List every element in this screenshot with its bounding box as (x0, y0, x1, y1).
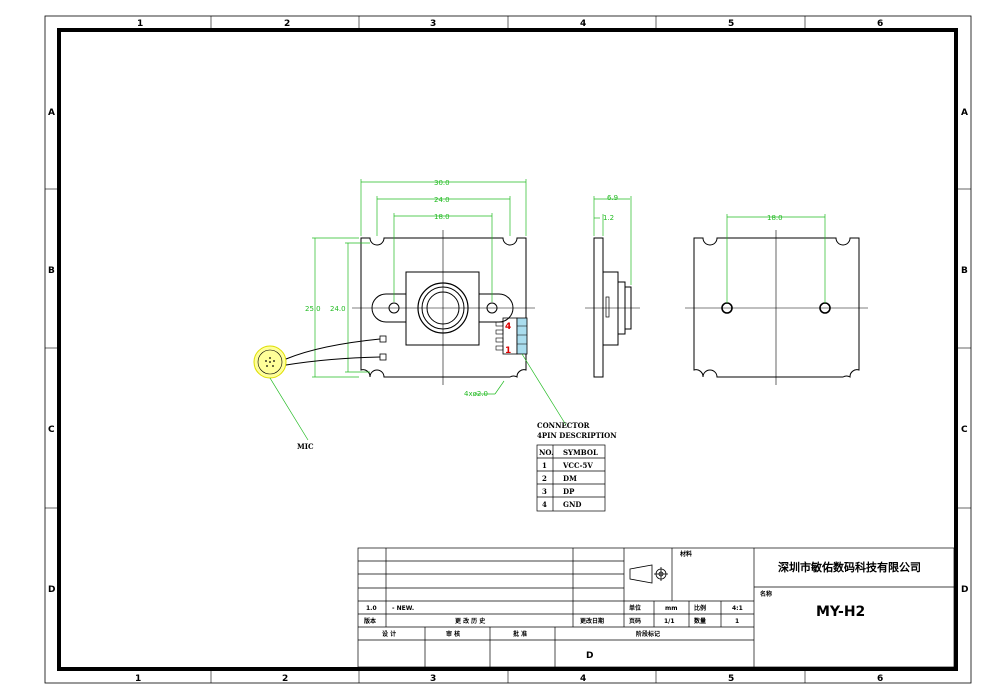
dim-left-inner: 24.0 (330, 305, 346, 313)
connector-header-symbol: SYMBOL (563, 448, 598, 457)
pin-4-label: 4 (505, 322, 511, 332)
row-label-right-a: A (961, 108, 968, 118)
row-label-left-a: A (48, 108, 55, 118)
version-value: 1.0 (366, 605, 377, 612)
col-label-top-4: 4 (580, 19, 586, 29)
front-dimension-lines (312, 179, 527, 395)
col-label-bottom-3: 3 (430, 674, 436, 684)
side-dimension-lines (593, 196, 632, 285)
dim-side-total: 6.9 (607, 194, 618, 202)
col-label-bottom-1: 1 (135, 674, 141, 684)
connector-table (536, 444, 606, 512)
connector-row-3-symbol: DP (563, 487, 575, 496)
connector-row-3-no: 3 (542, 487, 547, 496)
row-label-right-d: D (961, 585, 968, 595)
connector-row-4-symbol: GND (563, 500, 581, 509)
review-label: 审 核 (446, 630, 460, 638)
col-label-bottom-2: 2 (282, 674, 288, 684)
dim-side-board: 1.2 (603, 214, 614, 222)
projection-symbol (629, 564, 668, 584)
col-label-top-3: 3 (430, 19, 436, 29)
row-label-left-b: B (48, 266, 55, 276)
design-label: 设 计 (382, 630, 396, 638)
front-board-outline (360, 237, 527, 378)
connector-title: CONNECTOR (537, 421, 590, 430)
mic-drawing (253, 338, 381, 441)
col-label-top-1: 1 (137, 19, 143, 29)
col-label-bottom-4: 4 (580, 674, 586, 684)
version-column-label: 版本 (363, 617, 377, 625)
page-label: 页码 (629, 617, 641, 625)
change-date-label: 更改日期 (580, 617, 604, 625)
scale-value: 4:1 (732, 605, 743, 612)
row-label-left-d: D (48, 585, 55, 595)
back-view (685, 230, 868, 385)
stage-value: D (586, 651, 593, 661)
connector-subtitle: 4PIN DESCRIPTION (537, 431, 617, 440)
title-block (357, 547, 955, 668)
name-label: 名称 (760, 590, 772, 598)
version-note: - NEW. (392, 605, 414, 612)
dim-top-outer: 30.0 (434, 179, 450, 187)
dim-back-spacing: 18.0 (767, 214, 783, 222)
back-dimension-lines (726, 214, 826, 303)
dim-top-inner: 18.0 (434, 213, 450, 221)
qty-label: 数量 (694, 617, 706, 625)
scale-label: 比例 (694, 604, 706, 612)
dim-holes: 4xø2.0 (464, 390, 488, 398)
unit-label: 单位 (629, 604, 641, 612)
model-name: MY-H2 (816, 604, 865, 620)
stage-label: 阶段标记 (636, 630, 660, 638)
history-column-label: 更 改 历 史 (455, 617, 486, 625)
dim-top-mid: 24.0 (434, 196, 450, 204)
connector-row-1-symbol: VCC-5V (562, 461, 593, 470)
side-view (585, 237, 640, 378)
material-label: 材料 (679, 550, 692, 558)
approve-label: 批 准 (513, 630, 527, 638)
col-label-bottom-6: 6 (877, 674, 883, 684)
connector-row-1-no: 1 (542, 461, 547, 470)
col-label-top-6: 6 (877, 19, 883, 29)
row-label-right-b: B (961, 266, 968, 276)
company-name: 深圳市敏佑数码科技有限公司 (778, 560, 921, 574)
row-label-right-c: C (961, 425, 968, 435)
pin-1-label: 1 (505, 346, 511, 356)
qty-value: 1 (735, 618, 739, 625)
inner-border (57, 28, 958, 671)
front-view (352, 230, 535, 385)
col-label-bottom-5: 5 (728, 674, 734, 684)
zone-dividers (45, 16, 971, 683)
col-label-top-2: 2 (284, 19, 290, 29)
connector-header-no: NO. (539, 448, 554, 457)
col-label-top-5: 5 (728, 19, 734, 29)
mic-label: MIC (297, 442, 314, 451)
connector-row-4-no: 4 (542, 500, 547, 509)
dim-left-outer: 25.0 (305, 305, 321, 313)
connector-leader (521, 353, 567, 426)
unit-value: mm (665, 605, 678, 612)
row-label-left-c: C (48, 425, 55, 435)
page-value: 1/1 (664, 618, 675, 625)
connector-row-2-no: 2 (542, 474, 547, 483)
connector-row-2-symbol: DM (563, 474, 577, 483)
